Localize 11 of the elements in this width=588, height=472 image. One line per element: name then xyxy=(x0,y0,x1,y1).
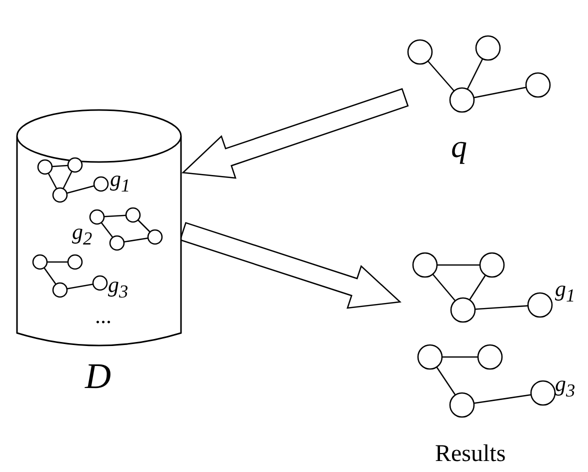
node-label: D xyxy=(85,358,111,394)
graph-label: g$_{1}$ xyxy=(110,168,130,195)
graph-label: g$_{1}$ xyxy=(555,278,576,305)
graph-label: g$_{3}$ xyxy=(555,373,576,400)
block-arrow xyxy=(182,88,409,179)
group-title: Results xyxy=(435,442,506,466)
ellipsis-text: ... xyxy=(95,305,112,327)
graph-label: q xyxy=(451,130,467,162)
graph-label: g$_{2}$ xyxy=(72,221,92,248)
graph-label: g$_{3}$ xyxy=(108,274,128,301)
block-arrow xyxy=(179,222,402,309)
